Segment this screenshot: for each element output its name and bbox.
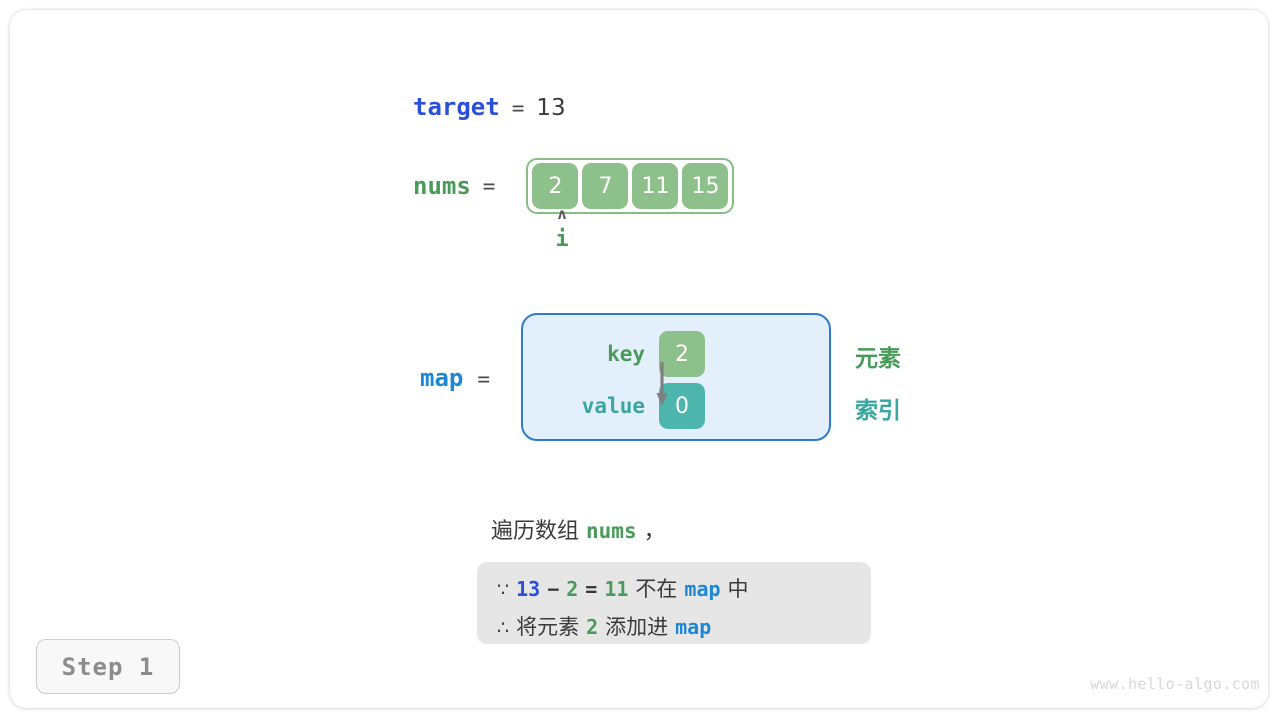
map-key-cell: 2 — [659, 331, 705, 377]
step-badge-label: Step 1 — [61, 652, 155, 681]
target-row: target = 13 — [413, 93, 566, 121]
array-cell: 11 — [632, 163, 679, 209]
reason-result: 11 — [604, 577, 629, 601]
map-key-row: key 2 — [559, 331, 705, 377]
map-box: key 2 value 0 — [521, 313, 831, 441]
reason2-text-start: 将元素 — [516, 615, 580, 639]
index-pointer: ʌ i — [545, 207, 579, 251]
map-variable-label: map — [420, 364, 464, 392]
reason-equals-sign: = — [585, 577, 598, 601]
caret-up-icon: ʌ — [557, 205, 567, 223]
side-note-index: 索引 — [855, 398, 901, 424]
reason-minus-sign: − — [547, 577, 560, 601]
array-cell: 2 — [532, 163, 579, 209]
reason-map-ref: map — [684, 577, 721, 601]
map-label-row: map = — [420, 364, 490, 392]
target-value: 13 — [536, 95, 566, 121]
reason-text-mid: 不在 — [635, 577, 678, 601]
caption-suffix: ， — [643, 519, 666, 544]
therefore-symbol: ∴ — [497, 617, 510, 639]
nums-equals-sign: = — [482, 174, 496, 198]
map-equals-sign: = — [477, 367, 491, 391]
map-value-row: value 0 — [559, 383, 705, 429]
target-equals-sign: = — [511, 96, 525, 120]
watermark: www.hello-algo.com — [1090, 675, 1260, 693]
reason2-text-mid: 添加进 — [605, 615, 669, 639]
nums-row: nums = 2 7 11 15 — [413, 158, 735, 214]
caption-variable: nums — [586, 519, 637, 543]
array-cell: 7 — [582, 163, 629, 209]
reason-operand-a: 13 — [516, 577, 541, 601]
side-note-element: 元素 — [855, 346, 901, 372]
target-variable-label: target — [413, 93, 500, 121]
reason-operand-b: 2 — [566, 577, 579, 601]
caption-prefix: 遍历数组 — [491, 519, 580, 544]
map-value-cell: 0 — [659, 383, 705, 429]
map-value-label: value — [581, 394, 645, 418]
reason2-map-ref: map — [675, 615, 712, 639]
index-pointer-label: i — [555, 227, 569, 252]
reason2-element: 2 — [586, 615, 599, 639]
step-badge: Step 1 — [36, 639, 180, 694]
nums-variable-label: nums — [413, 172, 471, 200]
array-cell: 15 — [682, 163, 729, 209]
because-symbol: ∵ — [497, 579, 510, 601]
map-side-notes: 元素 索引 — [855, 336, 901, 440]
map-key-label: key — [607, 342, 645, 366]
reason-text-end: 中 — [727, 577, 749, 601]
nums-array: 2 7 11 15 — [526, 158, 735, 214]
